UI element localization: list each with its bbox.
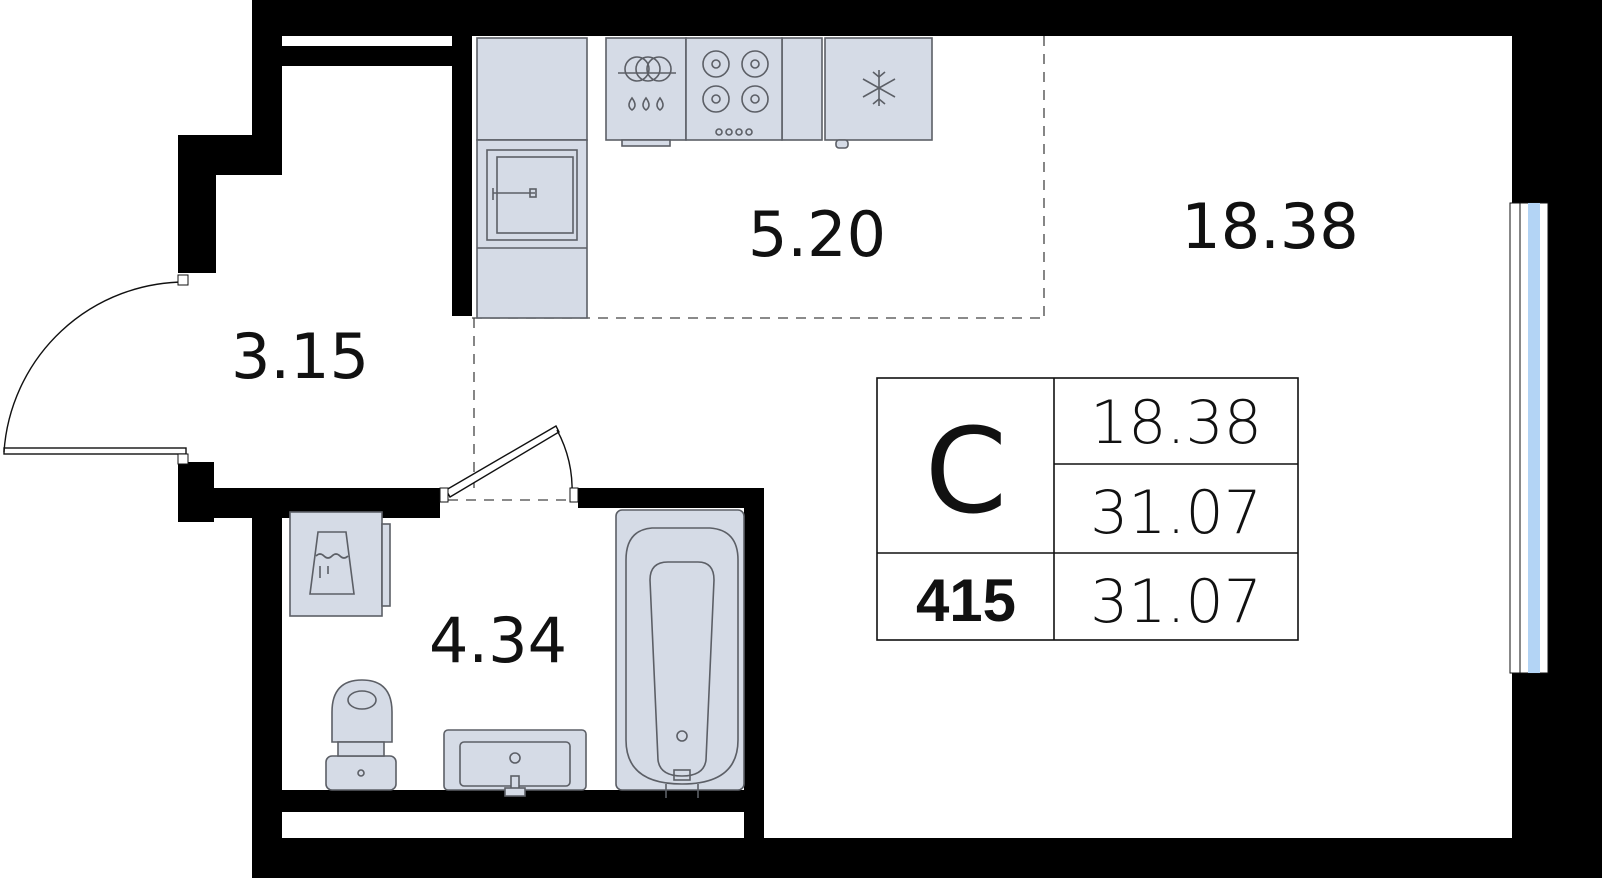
room-area-kitchen: 5.20 bbox=[748, 198, 886, 271]
stove-icon bbox=[685, 37, 783, 141]
oven-icon bbox=[486, 149, 578, 241]
toilet-icon bbox=[325, 679, 397, 791]
washing-machine-icon bbox=[289, 511, 391, 617]
summary-table: С 415 18.38 31.07 31.07 bbox=[876, 377, 1299, 641]
apartment-number: 415 bbox=[916, 567, 1016, 634]
apartment-type: С bbox=[925, 402, 1007, 540]
bathtub-icon bbox=[615, 509, 745, 798]
snowflake-icon bbox=[824, 37, 933, 149]
living-area-value: 18.38 bbox=[1090, 388, 1262, 458]
total-area-value-2: 31.07 bbox=[1090, 567, 1262, 637]
walls bbox=[178, 0, 1602, 878]
dishwasher-icon bbox=[605, 37, 687, 147]
total-area-value: 31.07 bbox=[1090, 478, 1262, 548]
room-area-living: 18.38 bbox=[1181, 190, 1359, 263]
room-area-bathroom: 4.34 bbox=[429, 604, 567, 677]
room-labels: 5.20 18.38 3.15 4.34 bbox=[231, 190, 1359, 677]
bathroom-door bbox=[439, 425, 579, 503]
entrance-door bbox=[3, 274, 189, 465]
window bbox=[1509, 202, 1549, 674]
sink-icon bbox=[443, 729, 587, 797]
room-area-hallway: 3.15 bbox=[231, 320, 369, 393]
